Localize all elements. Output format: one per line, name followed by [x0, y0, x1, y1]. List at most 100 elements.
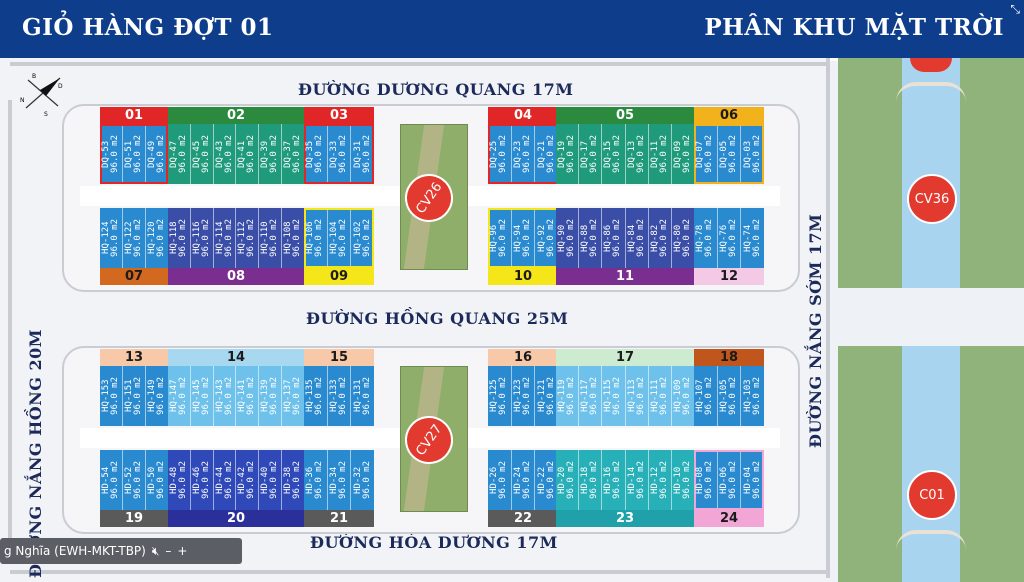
meeting-taskbar[interactable]: g Nghĩa (EWH-MKT-TBP) 🔇︎ – + — [0, 538, 242, 564]
unit-cell[interactable]: HQ-137 96.0 m2 — [282, 366, 304, 426]
unit-cell[interactable]: HQ-131 96.0 m2 — [351, 366, 375, 426]
unit-cell[interactable]: HQ-112 96.0 m2 — [236, 208, 260, 268]
unit-cell[interactable]: HQ-96 96.0 m2 — [488, 208, 512, 268]
unit-cell[interactable]: HD-32 96.0 m2 — [351, 450, 375, 510]
unit-cell[interactable]: HQ-116 96.0 m2 — [190, 208, 214, 268]
unit-cell[interactable]: HD-36 96.0 m2 — [304, 450, 328, 510]
unit-cell[interactable]: HQ-122 96.0 m2 — [123, 208, 146, 268]
unit-cell[interactable]: HD-20 96.0 m2 — [556, 450, 580, 510]
unit-cell[interactable]: HQ-121 96.0 m2 — [535, 366, 559, 426]
unit-cell[interactable]: HQ-120 96.0 m2 — [146, 208, 168, 268]
unit-cell[interactable]: DQ-15 96.0 m2 — [602, 124, 626, 184]
unit-cell[interactable]: DQ-31 96.0 m2 — [351, 124, 375, 184]
unit-cell[interactable]: HQ-143 96.0 m2 — [213, 366, 237, 426]
unit-cell[interactable]: HQ-108 96.0 m2 — [282, 208, 304, 268]
unit-cell[interactable]: DQ-37 96.0 m2 — [282, 124, 304, 184]
unit-cell[interactable]: DQ-47 96.0 m2 — [168, 124, 191, 184]
unit-cell[interactable]: HQ-117 96.0 m2 — [579, 366, 603, 426]
plus-button[interactable]: + — [177, 544, 188, 558]
unit-cell[interactable]: HQ-103 96.0 m2 — [741, 366, 765, 426]
unit-cell[interactable]: HD-42 96.0 m2 — [236, 450, 260, 510]
unit-cell[interactable]: DQ-05 96.0 m2 — [717, 124, 742, 184]
unit-cell[interactable]: HQ-92 96.0 m2 — [535, 208, 559, 268]
unit-cell[interactable]: DQ-49 96.0 m2 — [146, 124, 168, 184]
unit-cell[interactable]: HQ-141 96.0 m2 — [236, 366, 260, 426]
mic-off-icon[interactable]: 🔇︎ — [151, 543, 160, 558]
unit-cell[interactable]: HQ-80 96.0 m2 — [671, 208, 695, 268]
unit-cell[interactable]: HQ-82 96.0 m2 — [648, 208, 672, 268]
unit-cell[interactable]: HQ-109 96.0 m2 — [671, 366, 695, 426]
unit-cell[interactable]: HQ-125 96.0 m2 — [488, 366, 512, 426]
unit-cell[interactable]: DQ-51 96.0 m2 — [123, 124, 146, 184]
unit-cell[interactable]: HQ-123 96.0 m2 — [511, 366, 536, 426]
unit-cell[interactable]: DQ-41 96.0 m2 — [236, 124, 260, 184]
unit-cell[interactable]: HD-18 96.0 m2 — [579, 450, 603, 510]
unit-cell[interactable]: HQ-113 96.0 m2 — [625, 366, 649, 426]
unit-cell[interactable]: HQ-86 96.0 m2 — [602, 208, 626, 268]
unit-cell[interactable]: DQ-19 96.0 m2 — [556, 124, 580, 184]
unit-cell[interactable]: DQ-13 96.0 m2 — [625, 124, 649, 184]
unit-cell[interactable]: HQ-145 96.0 m2 — [190, 366, 214, 426]
unit-cell[interactable]: HD-44 96.0 m2 — [213, 450, 237, 510]
unit-cell[interactable]: DQ-23 96.0 m2 — [511, 124, 536, 184]
unit-cell[interactable]: DQ-25 96.0 m2 — [488, 124, 512, 184]
unit-cell[interactable]: DQ-09 96.0 m2 — [671, 124, 695, 184]
unit-cell[interactable]: HQ-149 96.0 m2 — [146, 366, 168, 426]
collapse-icon[interactable]: ⤡ — [1010, 2, 1020, 16]
unit-cell[interactable]: HQ-151 96.0 m2 — [123, 366, 146, 426]
unit-cell[interactable]: HD-40 96.0 m2 — [259, 450, 283, 510]
unit-cell[interactable]: HQ-111 96.0 m2 — [648, 366, 672, 426]
unit-cell[interactable]: HQ-135 96.0 m2 — [304, 366, 328, 426]
unit-cell[interactable]: HQ-139 96.0 m2 — [259, 366, 283, 426]
unit-cell[interactable]: HD-34 96.0 m2 — [327, 450, 352, 510]
unit-cell[interactable]: HQ-147 96.0 m2 — [168, 366, 191, 426]
unit-cell[interactable]: HQ-110 96.0 m2 — [259, 208, 283, 268]
unit-cell[interactable]: DQ-17 96.0 m2 — [579, 124, 603, 184]
unit-cell[interactable]: DQ-39 96.0 m2 — [259, 124, 283, 184]
unit-cell[interactable]: HQ-74 96.0 m2 — [741, 208, 765, 268]
unit-cell[interactable]: DQ-35 96.0 m2 — [304, 124, 328, 184]
unit-cell[interactable]: HD-08 96.0 m2 — [694, 450, 718, 510]
unit-cell[interactable]: DQ-45 96.0 m2 — [190, 124, 214, 184]
unit-cell[interactable]: HD-04 96.0 m2 — [741, 450, 765, 510]
unit-cell[interactable]: HQ-119 96.0 m2 — [556, 366, 580, 426]
unit-cell[interactable]: HQ-94 96.0 m2 — [511, 208, 536, 268]
unit-cell[interactable]: HD-46 96.0 m2 — [190, 450, 214, 510]
unit-cell[interactable]: HQ-102 96.0 m2 — [351, 208, 375, 268]
unit-cell[interactable]: HQ-118 96.0 m2 — [168, 208, 191, 268]
unit-cell[interactable]: DQ-43 96.0 m2 — [213, 124, 237, 184]
unit-cell[interactable]: HD-50 96.0 m2 — [146, 450, 168, 510]
unit-cell[interactable]: HD-26 96.0 m2 — [488, 450, 512, 510]
unit-cell[interactable]: HD-54 96.0 m2 — [100, 450, 123, 510]
unit-cell[interactable]: HQ-153 96.0 m2 — [100, 366, 123, 426]
minus-button[interactable]: – — [165, 544, 172, 558]
unit-cell[interactable]: HD-38 96.0 m2 — [282, 450, 304, 510]
unit-cell[interactable]: HQ-105 96.0 m2 — [717, 366, 742, 426]
unit-cell[interactable]: DQ-07 96.0 m2 — [694, 124, 718, 184]
unit-cell[interactable]: HQ-107 96.0 m2 — [694, 366, 718, 426]
unit-cell[interactable]: HQ-106 96.0 m2 — [304, 208, 328, 268]
unit-cell[interactable]: HD-48 96.0 m2 — [168, 450, 191, 510]
unit-cell[interactable]: HD-52 96.0 m2 — [123, 450, 146, 510]
unit-cell[interactable]: HD-06 96.0 m2 — [717, 450, 742, 510]
